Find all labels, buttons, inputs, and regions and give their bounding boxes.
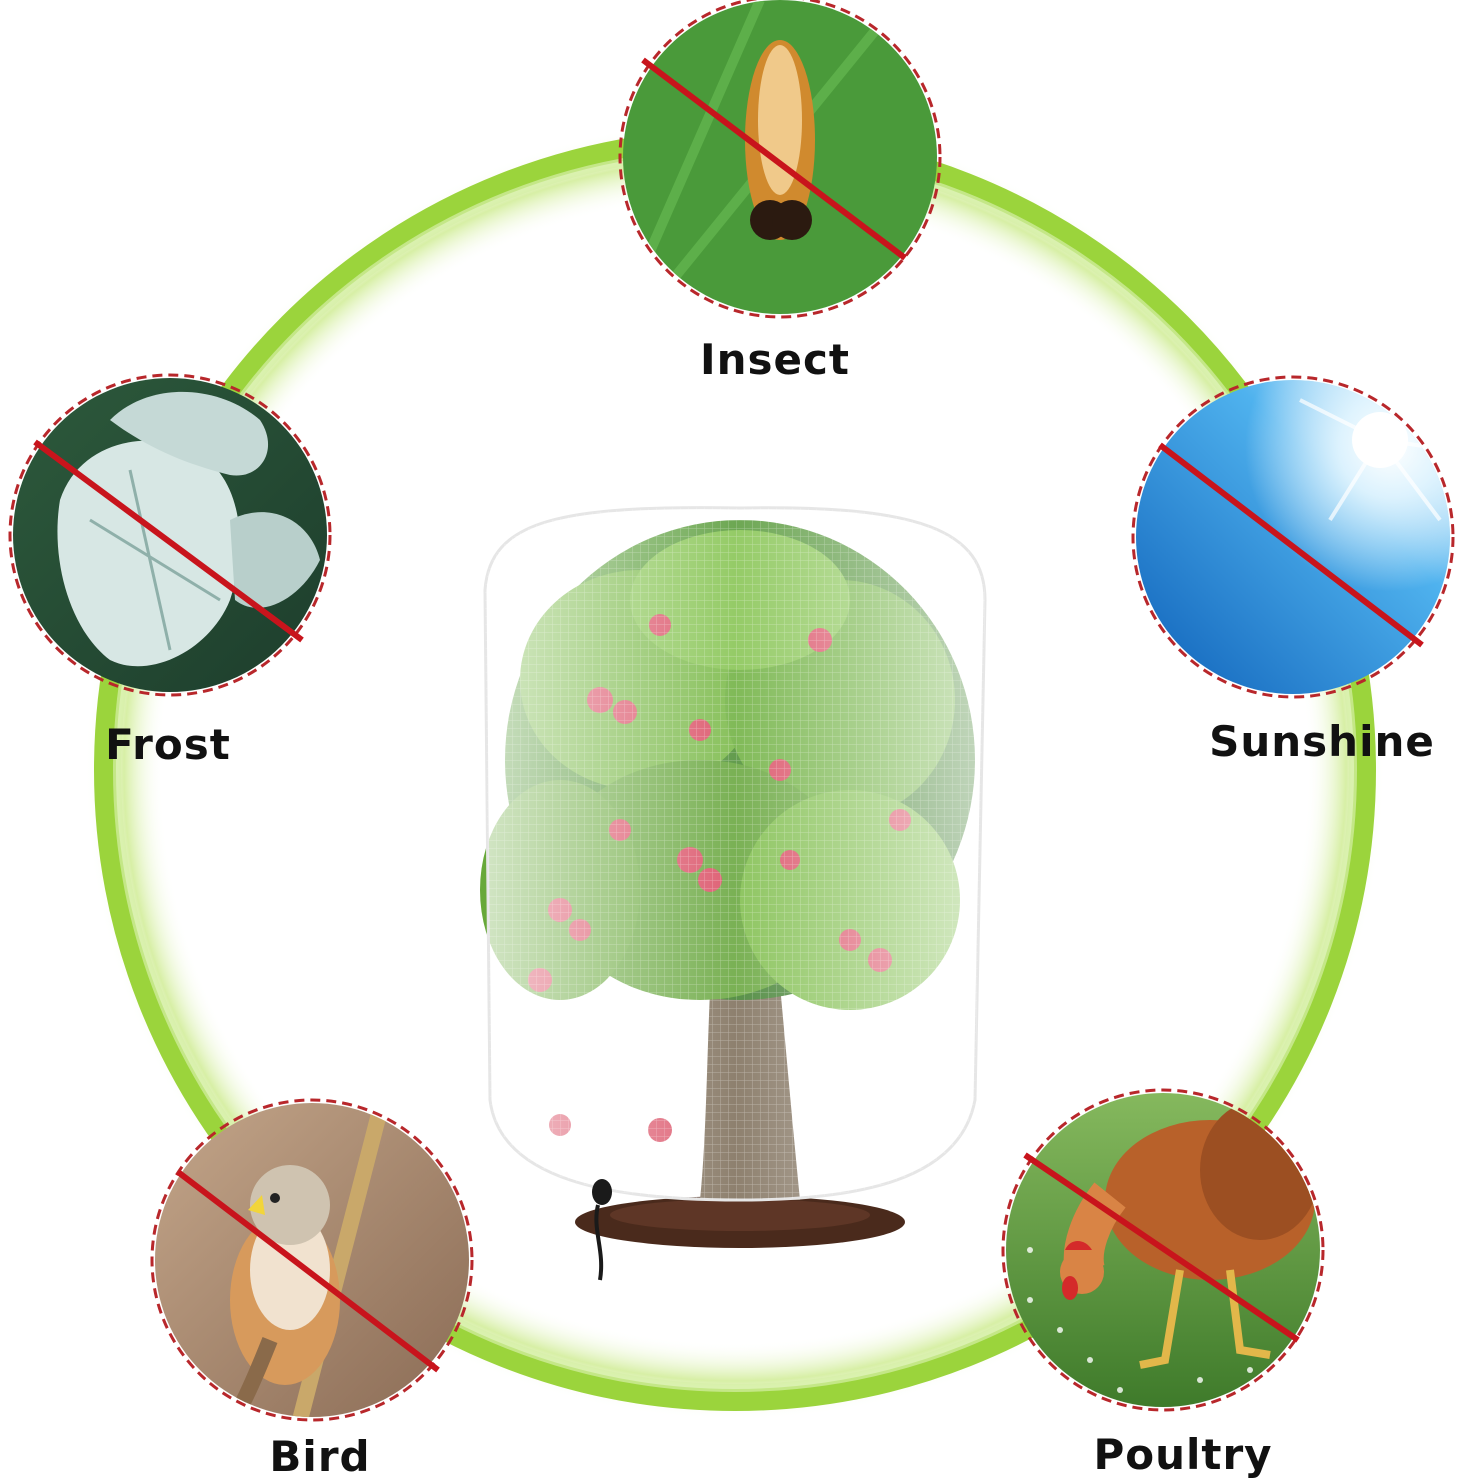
frost-leaf-icon xyxy=(57,391,320,667)
sunshine-label: Sunshine xyxy=(1209,717,1435,766)
poultry-threat xyxy=(1001,1088,1325,1412)
caterpillar-icon xyxy=(745,40,815,240)
chicken-icon xyxy=(1060,1100,1320,1369)
bird-icon xyxy=(225,1165,340,1417)
bird-label: Bird xyxy=(269,1432,371,1481)
sun-icon xyxy=(1136,380,1450,694)
poultry-label: Poultry xyxy=(1093,1430,1273,1479)
insect-label: Insect xyxy=(700,335,850,384)
insect-threat xyxy=(618,0,942,319)
netted-fruit-tree-icon xyxy=(480,506,987,1281)
frost-label: Frost xyxy=(105,720,231,769)
bird-threat xyxy=(150,1098,474,1422)
frost-threat xyxy=(8,373,332,697)
sunshine-threat xyxy=(1131,375,1455,699)
